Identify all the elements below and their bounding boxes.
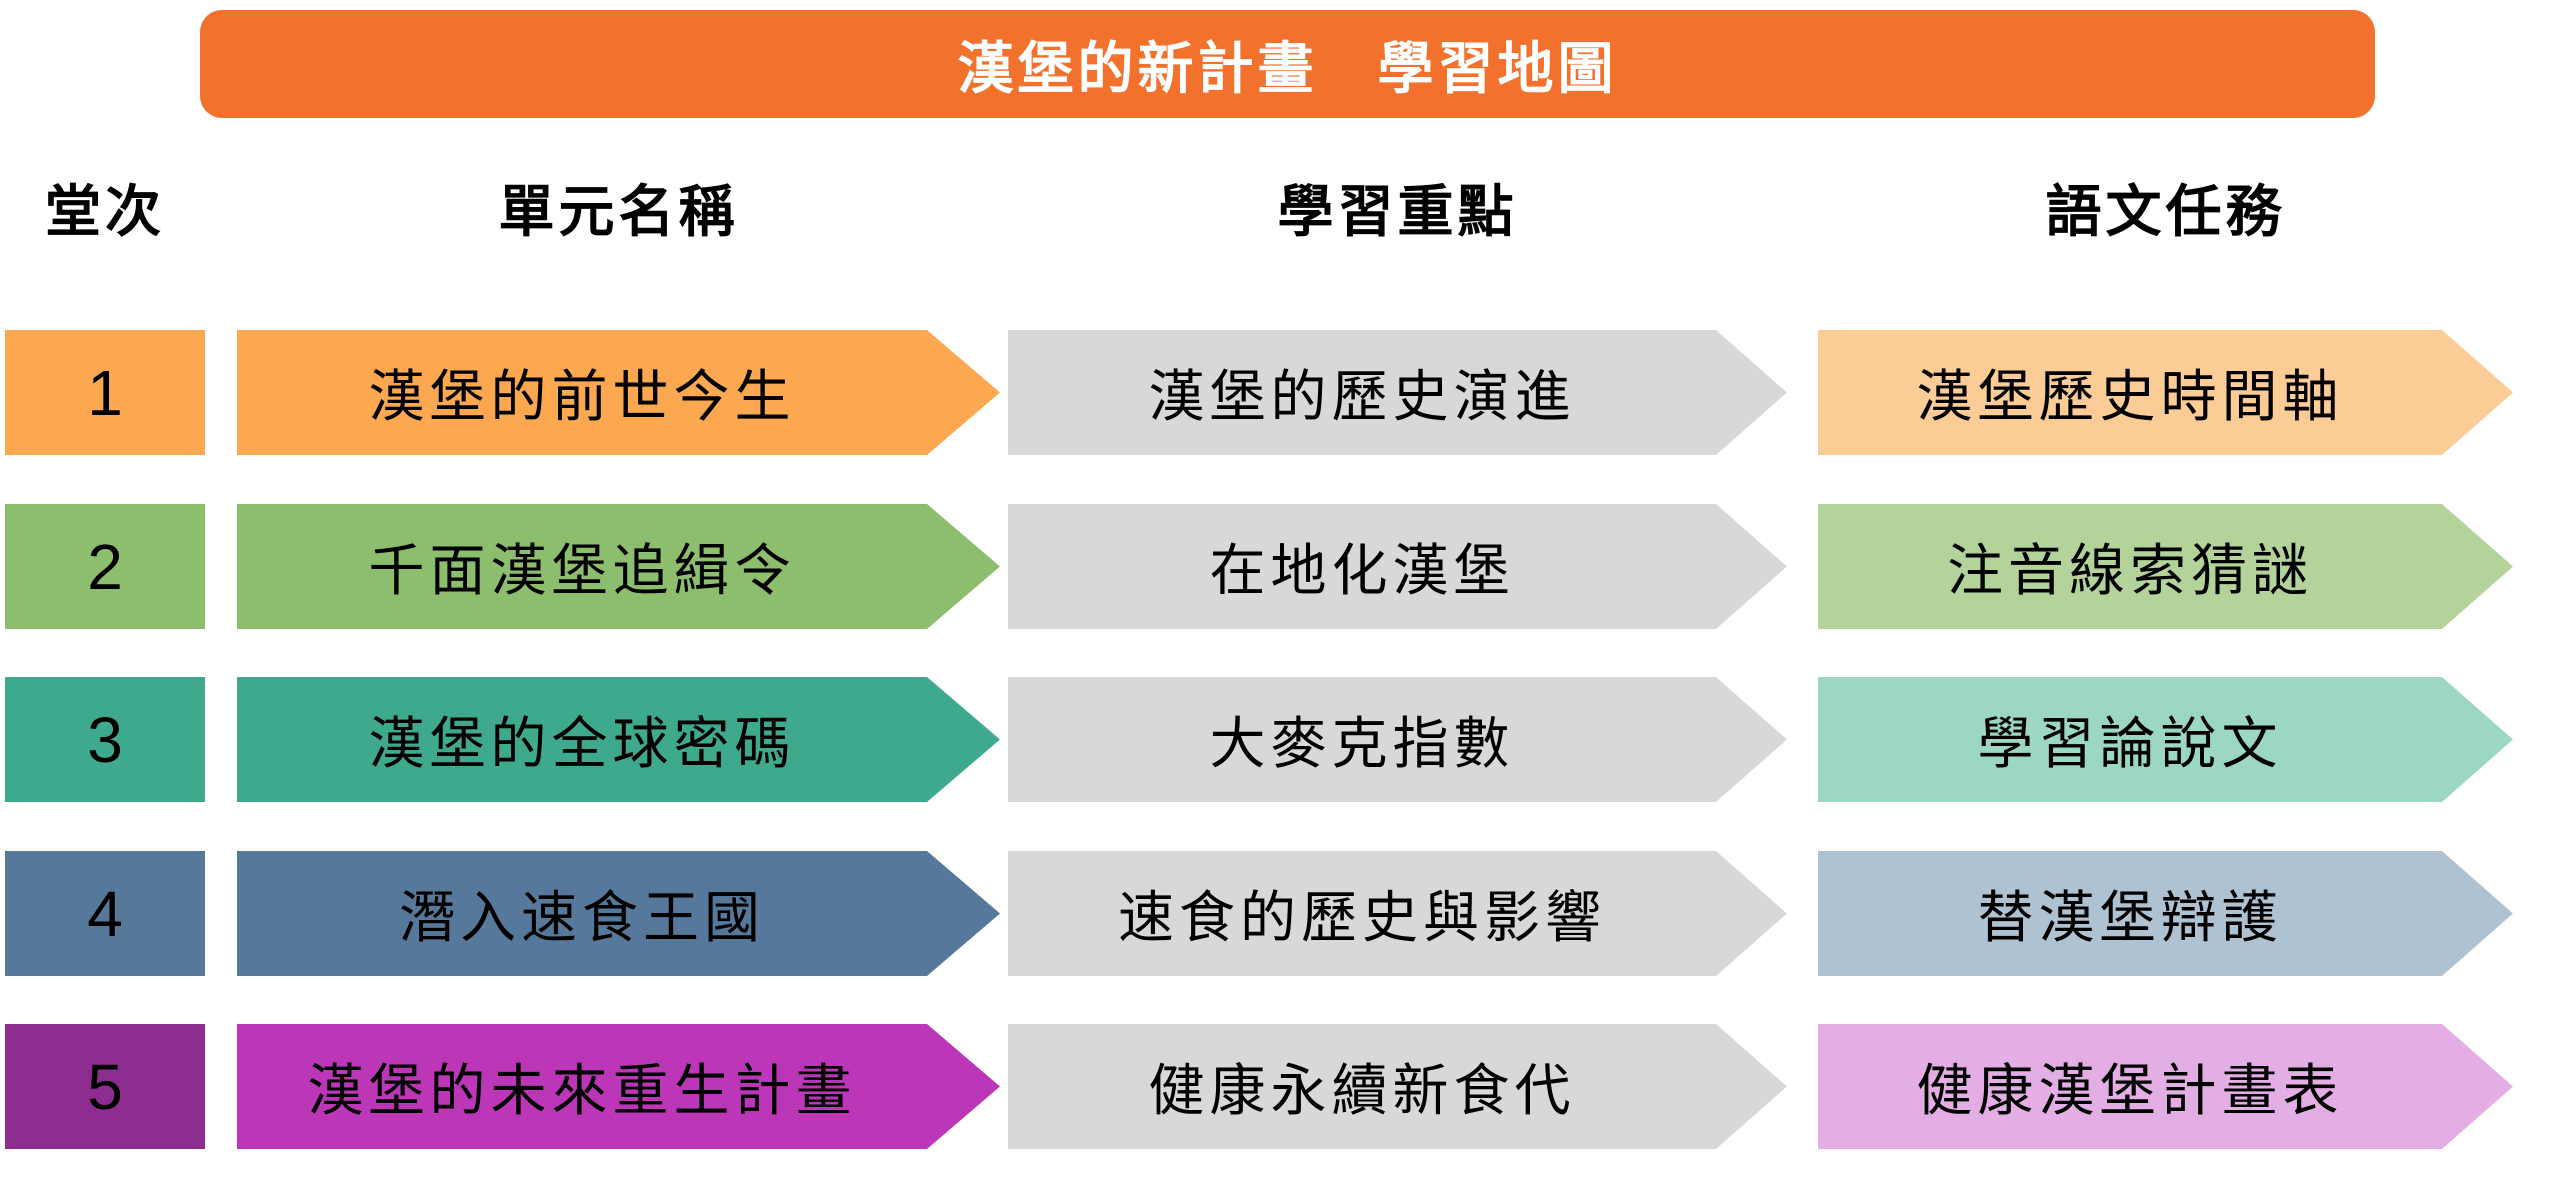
unit-name-label: 漢堡的全球密碼 [368,712,796,775]
learning-focus-label: 漢堡的歷史演進 [1148,365,1576,428]
language-task-arrow: 漢堡歷史時間軸 [1818,330,2513,455]
session-number-box: 4 [5,851,205,976]
session-number-box: 3 [5,677,205,802]
lesson-row-3: 3 漢堡的全球密碼 大麥克指數 學習論說文 [0,677,2560,802]
unit-name-arrow: 漢堡的前世今生 [237,330,1000,455]
column-header-unit-name: 單元名稱 [498,179,739,243]
language-task-arrow: 替漢堡辯護 [1818,851,2513,976]
language-task-label: 替漢堡辯護 [1977,886,2283,949]
unit-name-arrow: 潛入速食王國 [237,851,1000,976]
learning-focus-arrow: 大麥克指數 [1008,677,1787,802]
learning-focus-label: 健康永續新食代 [1148,1059,1576,1122]
learning-focus-arrow: 漢堡的歷史演進 [1008,330,1787,455]
language-task-label: 漢堡歷史時間軸 [1916,365,2344,428]
learning-focus-arrow: 在地化漢堡 [1008,504,1787,629]
lesson-row-4: 4 潛入速食王國 速食的歷史與影響 替漢堡辯護 [0,851,2560,976]
column-header-session: 堂次 [45,179,165,243]
lesson-row-5: 5 漢堡的未來重生計畫 健康永續新食代 健康漢堡計畫表 [0,1024,2560,1149]
unit-name-label: 漢堡的未來重生計畫 [307,1059,857,1122]
language-task-label: 注音線索猜謎 [1947,539,2313,602]
column-header-language-task: 語文任務 [2045,179,2286,243]
lesson-row-2: 2 千面漢堡追緝令 在地化漢堡 注音線索猜謎 [0,504,2560,629]
unit-name-arrow: 漢堡的未來重生計畫 [237,1024,1000,1149]
language-task-arrow: 注音線索猜謎 [1818,504,2513,629]
unit-name-label: 潛入速食王國 [399,886,765,949]
column-header-learning-focus: 學習重點 [1277,179,1518,243]
learning-focus-arrow: 健康永續新食代 [1008,1024,1787,1149]
unit-name-label: 千面漢堡追緝令 [368,539,796,602]
learning-focus-arrow: 速食的歷史與影響 [1008,851,1787,976]
page-title: 漢堡的新計畫 學習地圖 [957,36,1618,100]
unit-name-arrow: 千面漢堡追緝令 [237,504,1000,629]
session-number-box: 2 [5,504,205,629]
lesson-row-1: 1 漢堡的前世今生 漢堡的歷史演進 漢堡歷史時間軸 [0,330,2560,455]
unit-name-label: 漢堡的前世今生 [368,365,796,428]
unit-name-arrow: 漢堡的全球密碼 [237,677,1000,802]
session-number-box: 5 [5,1024,205,1149]
learning-focus-label: 大麥克指數 [1209,712,1515,775]
title-banner: 漢堡的新計畫 學習地圖 [200,10,2375,118]
language-task-label: 學習論說文 [1977,712,2283,775]
learning-focus-label: 在地化漢堡 [1209,539,1515,602]
session-number-box: 1 [5,330,205,455]
language-task-label: 健康漢堡計畫表 [1916,1059,2344,1122]
language-task-arrow: 健康漢堡計畫表 [1818,1024,2513,1149]
language-task-arrow: 學習論說文 [1818,677,2513,802]
learning-focus-label: 速食的歷史與影響 [1118,886,1606,949]
